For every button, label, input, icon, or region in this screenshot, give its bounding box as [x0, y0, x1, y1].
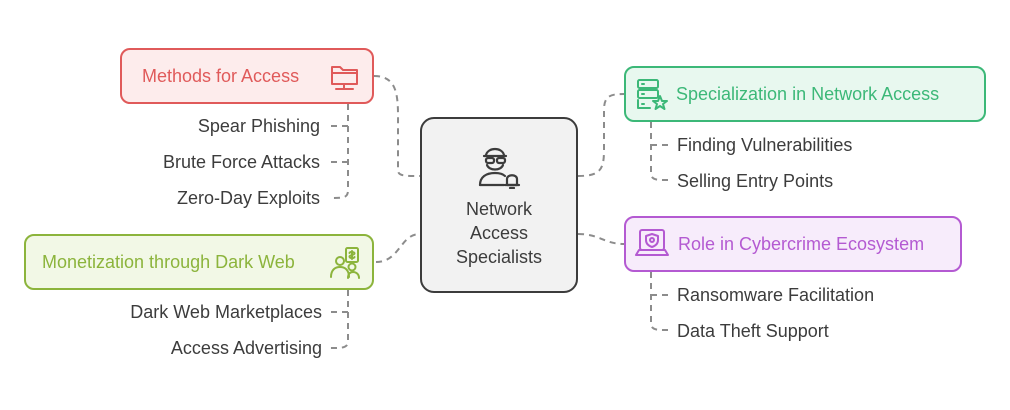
leaf-monetization-0: Dark Web Marketplaces [130, 302, 322, 322]
leaf-specialization-0: Finding Vulnerabilities [677, 135, 853, 155]
server-star-icon [637, 79, 668, 110]
leaf-methods-0: Spear Phishing [197, 116, 320, 136]
connector-role [577, 233, 625, 245]
branch-role: Role in Cybercrime Ecosystem [624, 216, 962, 272]
connector-specialization-items [650, 122, 669, 181]
branch-specialization: Specialization in Network Access [624, 66, 986, 122]
center-node: Network Access Specialists [420, 117, 578, 293]
leaf-role-0: Ransomware Facilitation [677, 285, 875, 305]
hacker-alert-icon [478, 147, 521, 189]
connector-role-items [650, 272, 669, 331]
connector-methods [373, 75, 421, 177]
leaf-methods-2: Zero-Day Exploits [176, 188, 320, 208]
users-money-icon [330, 247, 360, 279]
folder-network-icon [331, 66, 358, 90]
branch-role-label: Role in Cybercrime Ecosystem [678, 233, 925, 254]
connector-monetization-items [329, 290, 349, 349]
branch-methods-label: Methods for Access [142, 65, 300, 86]
branch-monetization-label: Monetization through Dark Web [42, 251, 295, 272]
branch-monetization: Monetization through Dark Web [24, 234, 374, 290]
connector-methods-items [329, 104, 349, 199]
connector-monetization [375, 233, 421, 263]
branch-specialization-label: Specialization in Network Access [676, 83, 940, 104]
leaf-role-1: Data Theft Support [677, 321, 829, 341]
connector-specialization [577, 93, 625, 177]
center-label: Network Access Specialists [455, 199, 543, 267]
branch-methods: Methods for Access [120, 48, 374, 104]
leaf-specialization-1: Selling Entry Points [677, 171, 834, 191]
leaf-monetization-1: Access Advertising [170, 338, 322, 358]
laptop-shield-icon [635, 229, 669, 256]
leaf-methods-1: Brute Force Attacks [162, 152, 320, 172]
